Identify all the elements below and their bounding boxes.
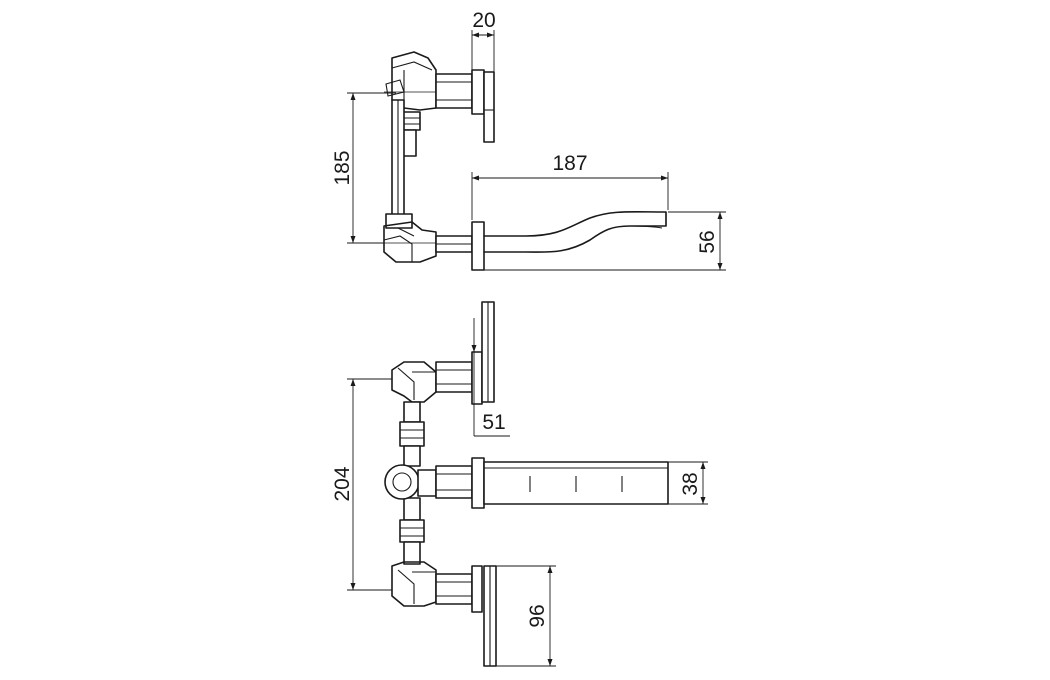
front-center-diverter (384, 457, 485, 509)
front-vertical-pipe (399, 401, 425, 565)
side-lower-elbow (350, 221, 473, 263)
dim-spout-depth: 38 (668, 461, 708, 505)
dim-bottom-height-label: 204 (331, 466, 354, 501)
dim-bottom-offset-label: 51 (482, 411, 505, 434)
front-view: 51 204 38 96 (331, 301, 708, 667)
dim-bottom-offset: 51 (471, 318, 510, 437)
dim-spout-height: 56 (484, 211, 726, 271)
dim-left-height-label: 185 (331, 150, 354, 185)
front-lower-valve (391, 561, 497, 667)
dim-left-height: 185 (331, 92, 396, 244)
dim-bottom-height: 204 (331, 378, 392, 591)
side-view: 20 185 187 56 (331, 9, 726, 271)
dim-spout-depth-label: 38 (679, 472, 702, 495)
front-upper-valve (391, 301, 495, 405)
side-spout (471, 210, 667, 271)
dim-handle-height-label: 96 (526, 604, 549, 627)
dim-top-width: 20 (471, 9, 496, 72)
dim-spout-length: 187 (471, 152, 669, 220)
dim-spout-length-label: 187 (552, 152, 587, 175)
front-spout (483, 461, 669, 505)
dim-handle-height: 96 (496, 565, 556, 667)
side-upper-valve (384, 51, 495, 143)
dim-spout-height-label: 56 (696, 230, 719, 253)
dim-top-width-label: 20 (472, 9, 495, 32)
